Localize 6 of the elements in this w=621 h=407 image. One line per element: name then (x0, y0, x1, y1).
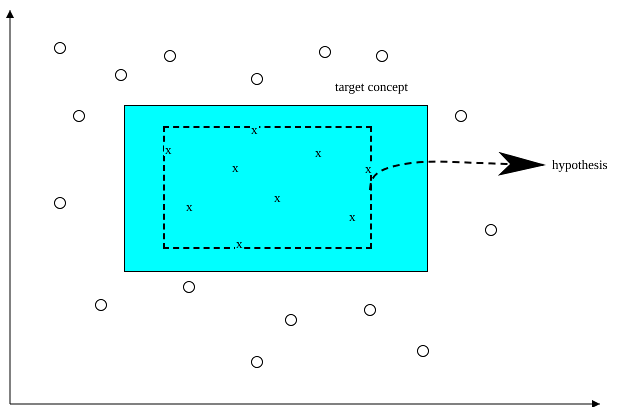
hypothesis-label: hypothesis (552, 158, 608, 171)
region-label: target concept (334, 80, 408, 93)
x-marker: x (164, 143, 172, 156)
dashed-arrow (369, 152, 546, 190)
x-marker: x (250, 123, 258, 136)
x-marker: x (364, 162, 372, 175)
